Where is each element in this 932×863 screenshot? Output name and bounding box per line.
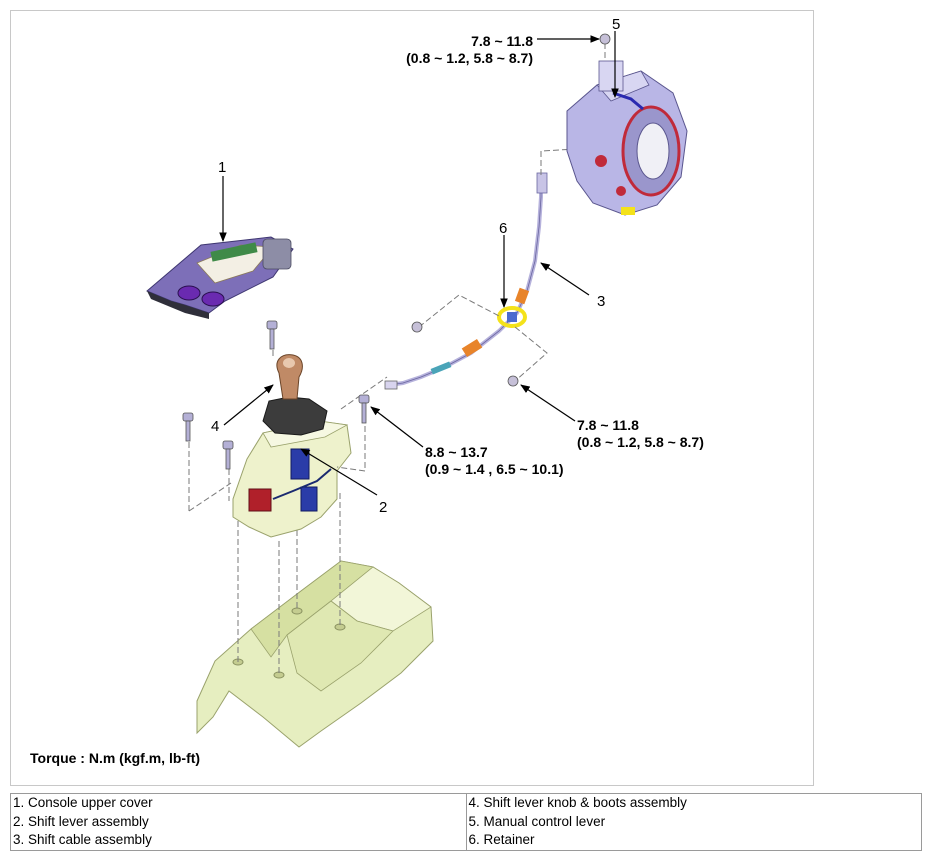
diagram-artwork — [146, 31, 688, 748]
legend-row: 1. Console upper cover 2. Shift lever as… — [10, 793, 922, 851]
torque-spec-middle: 8.8 ~ 13.7 (0.9 ~ 1.4 , 6.5 ~ 10.1) — [425, 444, 564, 478]
legend-item-3: 3. Shift cable assembly — [13, 832, 152, 847]
legend-item-5: 5. Manual control lever — [468, 813, 606, 829]
shift-lever-assembly — [232, 354, 352, 538]
parts-legend-table: 1. Console upper cover 2. Shift lever as… — [10, 793, 922, 851]
callout-5: 5 — [612, 16, 621, 33]
callout-2: 2 — [379, 499, 388, 516]
legend-item-1: 1. Console upper cover — [13, 795, 153, 810]
console-upper-cover — [146, 236, 294, 319]
leader-lines — [219, 31, 619, 496]
callout-1: 1 — [218, 159, 227, 176]
torque-right-conversion: (0.8 ~ 1.2, 5.8 ~ 8.7) — [577, 434, 704, 450]
shift-cable-assembly — [384, 172, 548, 390]
cable-guide-lines — [418, 43, 606, 382]
exploded-diagram: 1 2 3 4 5 6 7.8 ~ 11.8 (0.8 ~ 1.2, 5.8 ~… — [10, 10, 814, 786]
floor-panel — [196, 560, 434, 748]
transaxle-manual-control-lever — [566, 60, 688, 216]
mounting-nuts — [411, 33, 611, 387]
torque-middle-value: 8.8 ~ 13.7 — [425, 444, 488, 460]
legend-right-column: 4. Shift lever knob & boots assembly 5. … — [465, 793, 922, 851]
floor-guide-lines — [237, 493, 341, 675]
torque-spec-top: 7.8 ~ 11.8 (0.8 ~ 1.2, 5.8 ~ 8.7) — [361, 33, 533, 67]
callout-3: 3 — [597, 293, 606, 310]
torque-right-value: 7.8 ~ 11.8 — [577, 417, 639, 433]
legend-item-6: 6. Retainer — [468, 832, 535, 847]
shift-lever-bolts — [182, 320, 388, 512]
callout-4: 4 — [211, 418, 220, 435]
torque-top-value: 7.8 ~ 11.8 — [471, 33, 533, 49]
torque-top-conversion: (0.8 ~ 1.2, 5.8 ~ 8.7) — [406, 50, 533, 66]
legend-item-2: 2. Shift lever assembly — [13, 813, 149, 829]
torque-spec-right: 7.8 ~ 11.8 (0.8 ~ 1.2, 5.8 ~ 8.7) — [577, 417, 704, 451]
legend-left-column: 1. Console upper cover 2. Shift lever as… — [10, 793, 467, 851]
torque-middle-conversion: (0.9 ~ 1.4 , 6.5 ~ 10.1) — [425, 461, 564, 477]
legend-item-4: 4. Shift lever knob & boots assembly — [468, 795, 687, 810]
callout-6: 6 — [499, 220, 508, 237]
torque-unit-note: Torque : N.m (kgf.m, lb-ft) — [30, 750, 201, 766]
